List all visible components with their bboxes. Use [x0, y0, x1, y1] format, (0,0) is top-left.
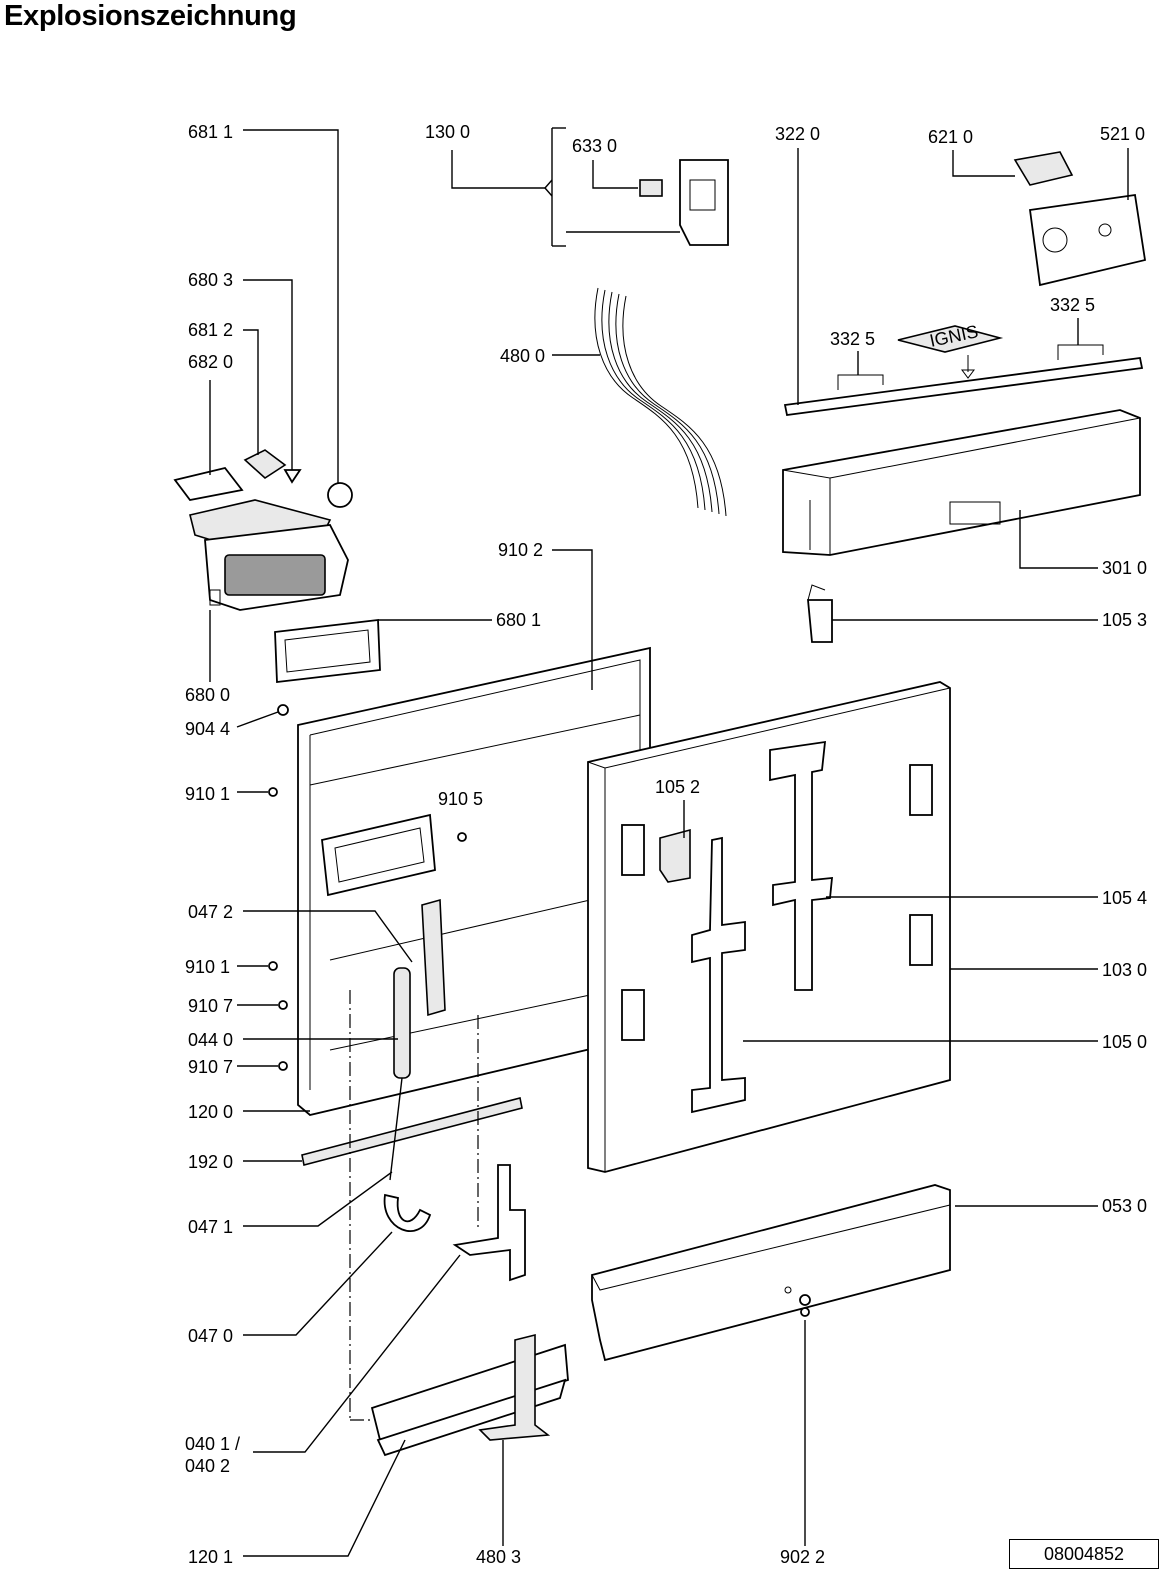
control-panel-part	[782, 409, 1141, 556]
part-labels: 681 1 130 0 633 0 322 0 621 0 521 0 680 …	[185, 122, 1147, 1567]
label-332-5-right: 332 5	[1050, 295, 1095, 315]
kick-plate-part	[370, 1333, 569, 1457]
label-047-2: 047 2	[188, 902, 233, 922]
alignment-axis	[349, 990, 479, 1421]
label-681-2: 681 2	[188, 320, 233, 340]
gasket-part	[274, 618, 381, 684]
label-633-0: 633 0	[572, 136, 617, 156]
label-047-1: 047 1	[188, 1217, 233, 1237]
label-105-3: 105 3	[1102, 610, 1147, 630]
outer-door-panel-part	[587, 681, 951, 1173]
label-301-0: 301 0	[1102, 558, 1147, 578]
hinge-part	[452, 1164, 526, 1282]
label-040-2: 040 2	[185, 1456, 230, 1476]
label-910-1-bottom: 910 1	[185, 957, 230, 977]
label-910-2: 910 2	[498, 540, 543, 560]
label-910-7-bottom: 910 7	[188, 1057, 233, 1077]
label-130-0: 130 0	[425, 122, 470, 142]
leader-lines	[209, 127, 1129, 1557]
label-682-0: 682 0	[188, 352, 233, 372]
label-105-0: 105 0	[1102, 1032, 1147, 1052]
label-621-0: 621 0	[928, 127, 973, 147]
label-910-7-top: 910 7	[188, 996, 233, 1016]
inner-door-panel-part	[297, 646, 651, 1116]
label-681-1: 681 1	[188, 122, 233, 142]
door-switch-part	[639, 159, 729, 246]
label-910-5: 910 5	[438, 789, 483, 809]
label-105-2: 105 2	[655, 777, 700, 797]
label-040-1: 040 1 /	[185, 1434, 240, 1454]
label-904-4: 904 4	[185, 719, 230, 739]
label-053-0: 053 0	[1102, 1196, 1147, 1216]
label-120-1: 120 1	[188, 1547, 233, 1567]
hinge-bracket-part	[807, 584, 833, 643]
door-spring-part	[383, 967, 432, 1232]
label-105-4: 105 4	[1102, 888, 1147, 908]
screws-part	[268, 704, 811, 1317]
label-044-0: 044 0	[188, 1030, 233, 1050]
label-680-0: 680 0	[185, 685, 230, 705]
page-title: Explosionszeichnung	[4, 0, 297, 32]
label-902-2: 902 2	[780, 1547, 825, 1567]
label-480-3: 480 3	[476, 1547, 521, 1567]
label-680-3: 680 3	[188, 270, 233, 290]
document-number: 08004852	[1009, 1539, 1159, 1569]
detergent-dispenser-part	[173, 449, 353, 611]
rail-part	[301, 1097, 523, 1166]
electronic-module-part	[1013, 151, 1147, 287]
label-910-1-top: 910 1	[185, 784, 230, 804]
label-047-0: 047 0	[188, 1326, 233, 1346]
label-680-1: 680 1	[496, 610, 541, 630]
base-trim-part	[591, 1184, 951, 1362]
label-332-5-left: 332 5	[830, 329, 875, 349]
label-192-0: 192 0	[188, 1152, 233, 1172]
label-103-0: 103 0	[1102, 960, 1147, 980]
label-120-0: 120 0	[188, 1102, 233, 1122]
label-322-0: 322 0	[775, 124, 820, 144]
cable-harness-part	[594, 287, 727, 517]
label-521-0: 521 0	[1100, 124, 1145, 144]
label-480-0: 480 0	[500, 346, 545, 366]
